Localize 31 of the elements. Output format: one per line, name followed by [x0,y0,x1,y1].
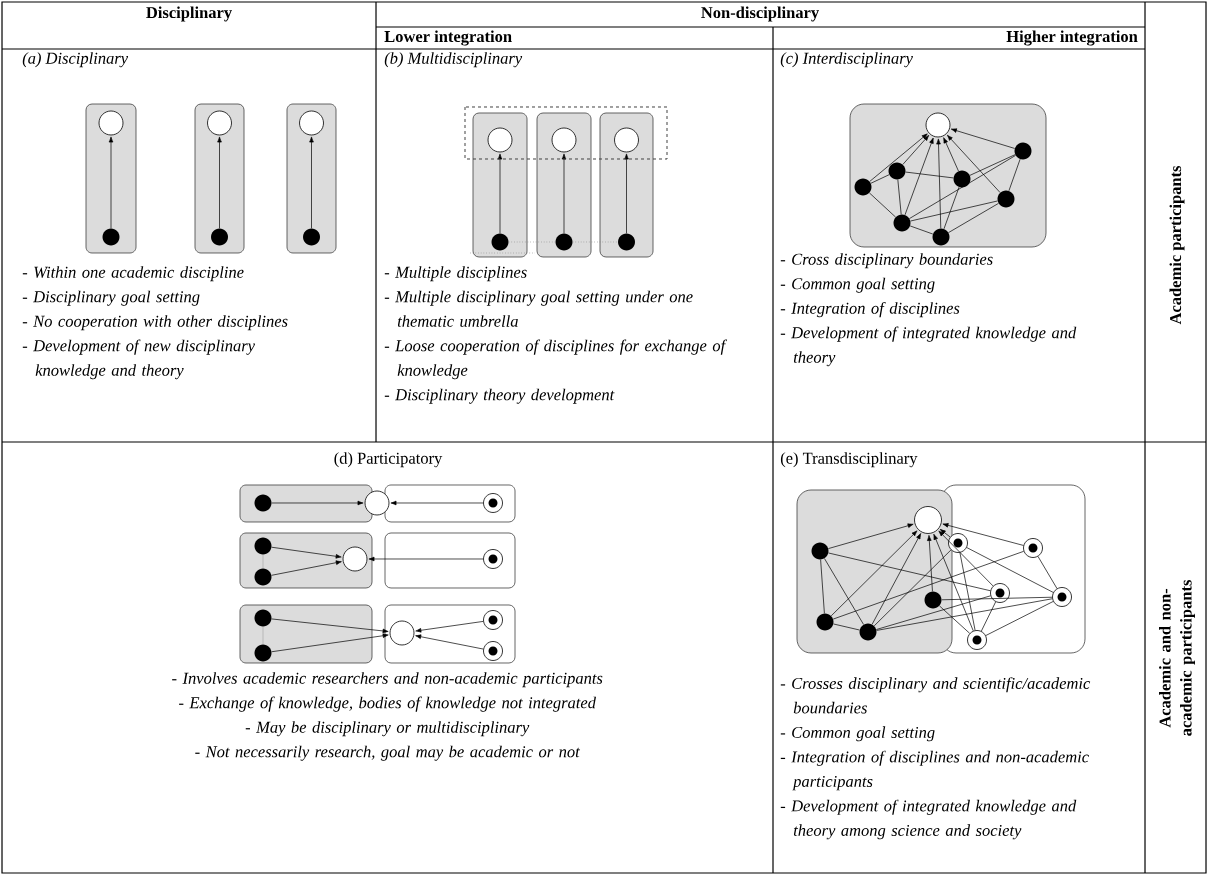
list-item: - Development of integrated knowledge and theory among science and society [780,799,1077,840]
row-header: Academic participants [1169,165,1185,325]
column-header: Lower integration [384,30,512,46]
cell-title: (c) Interdisciplinary [780,52,913,68]
cell-title: (d) Participatory [334,452,443,468]
list-item: - Involves academic researchers and non-academic participants [172,672,603,688]
list-item: - Disciplinary goal setting [22,290,200,306]
list-item: - Not necessarily research, goal may be academic or not [195,745,581,761]
list-item: - Multiple disciplinary goal setting under one thematic umbrella [384,290,693,327]
list-item: - May be disciplinary or multidisciplinary [245,721,530,737]
column-header: Higher integration [1006,30,1138,46]
row-header: Academic and non-academic participants [1159,580,1195,736]
cell-title: (b) Multidisciplinary [384,52,523,68]
list-item: - Common goal setting [780,726,935,742]
list-item: - Multiple disciplines [384,266,527,282]
list-item: - Crosses disciplinary and scientific/academic boundaries [780,677,1091,714]
list-item: - Integration of disciplines [780,302,960,318]
list-item: - Exchange of knowledge, bodies of knowledge not integrated [179,696,596,712]
list-item: - No cooperation with other disciplines [22,315,288,331]
column-header: Non-disciplinary [701,6,819,22]
list-item: - Within one academic discipline [22,266,244,282]
cell-title: (e) Transdisciplinary [780,452,918,468]
list-item: - Cross disciplinary boundaries [780,253,993,269]
list-item: - Development of integrated knowledge and theory [780,326,1077,367]
list-item: - Loose cooperation of disciplines for exchange of knowledge [384,339,728,380]
list-item: - Common goal setting [780,277,935,293]
list-item: - Disciplinary theory development [384,388,615,404]
cell-title: (a) Disciplinary [22,52,129,68]
list-item: - Development of new disciplinary knowledge and theory [22,339,255,380]
column-header: Disciplinary [146,6,232,22]
list-item: - Integration of disciplines and non-academic participants [780,750,1089,791]
